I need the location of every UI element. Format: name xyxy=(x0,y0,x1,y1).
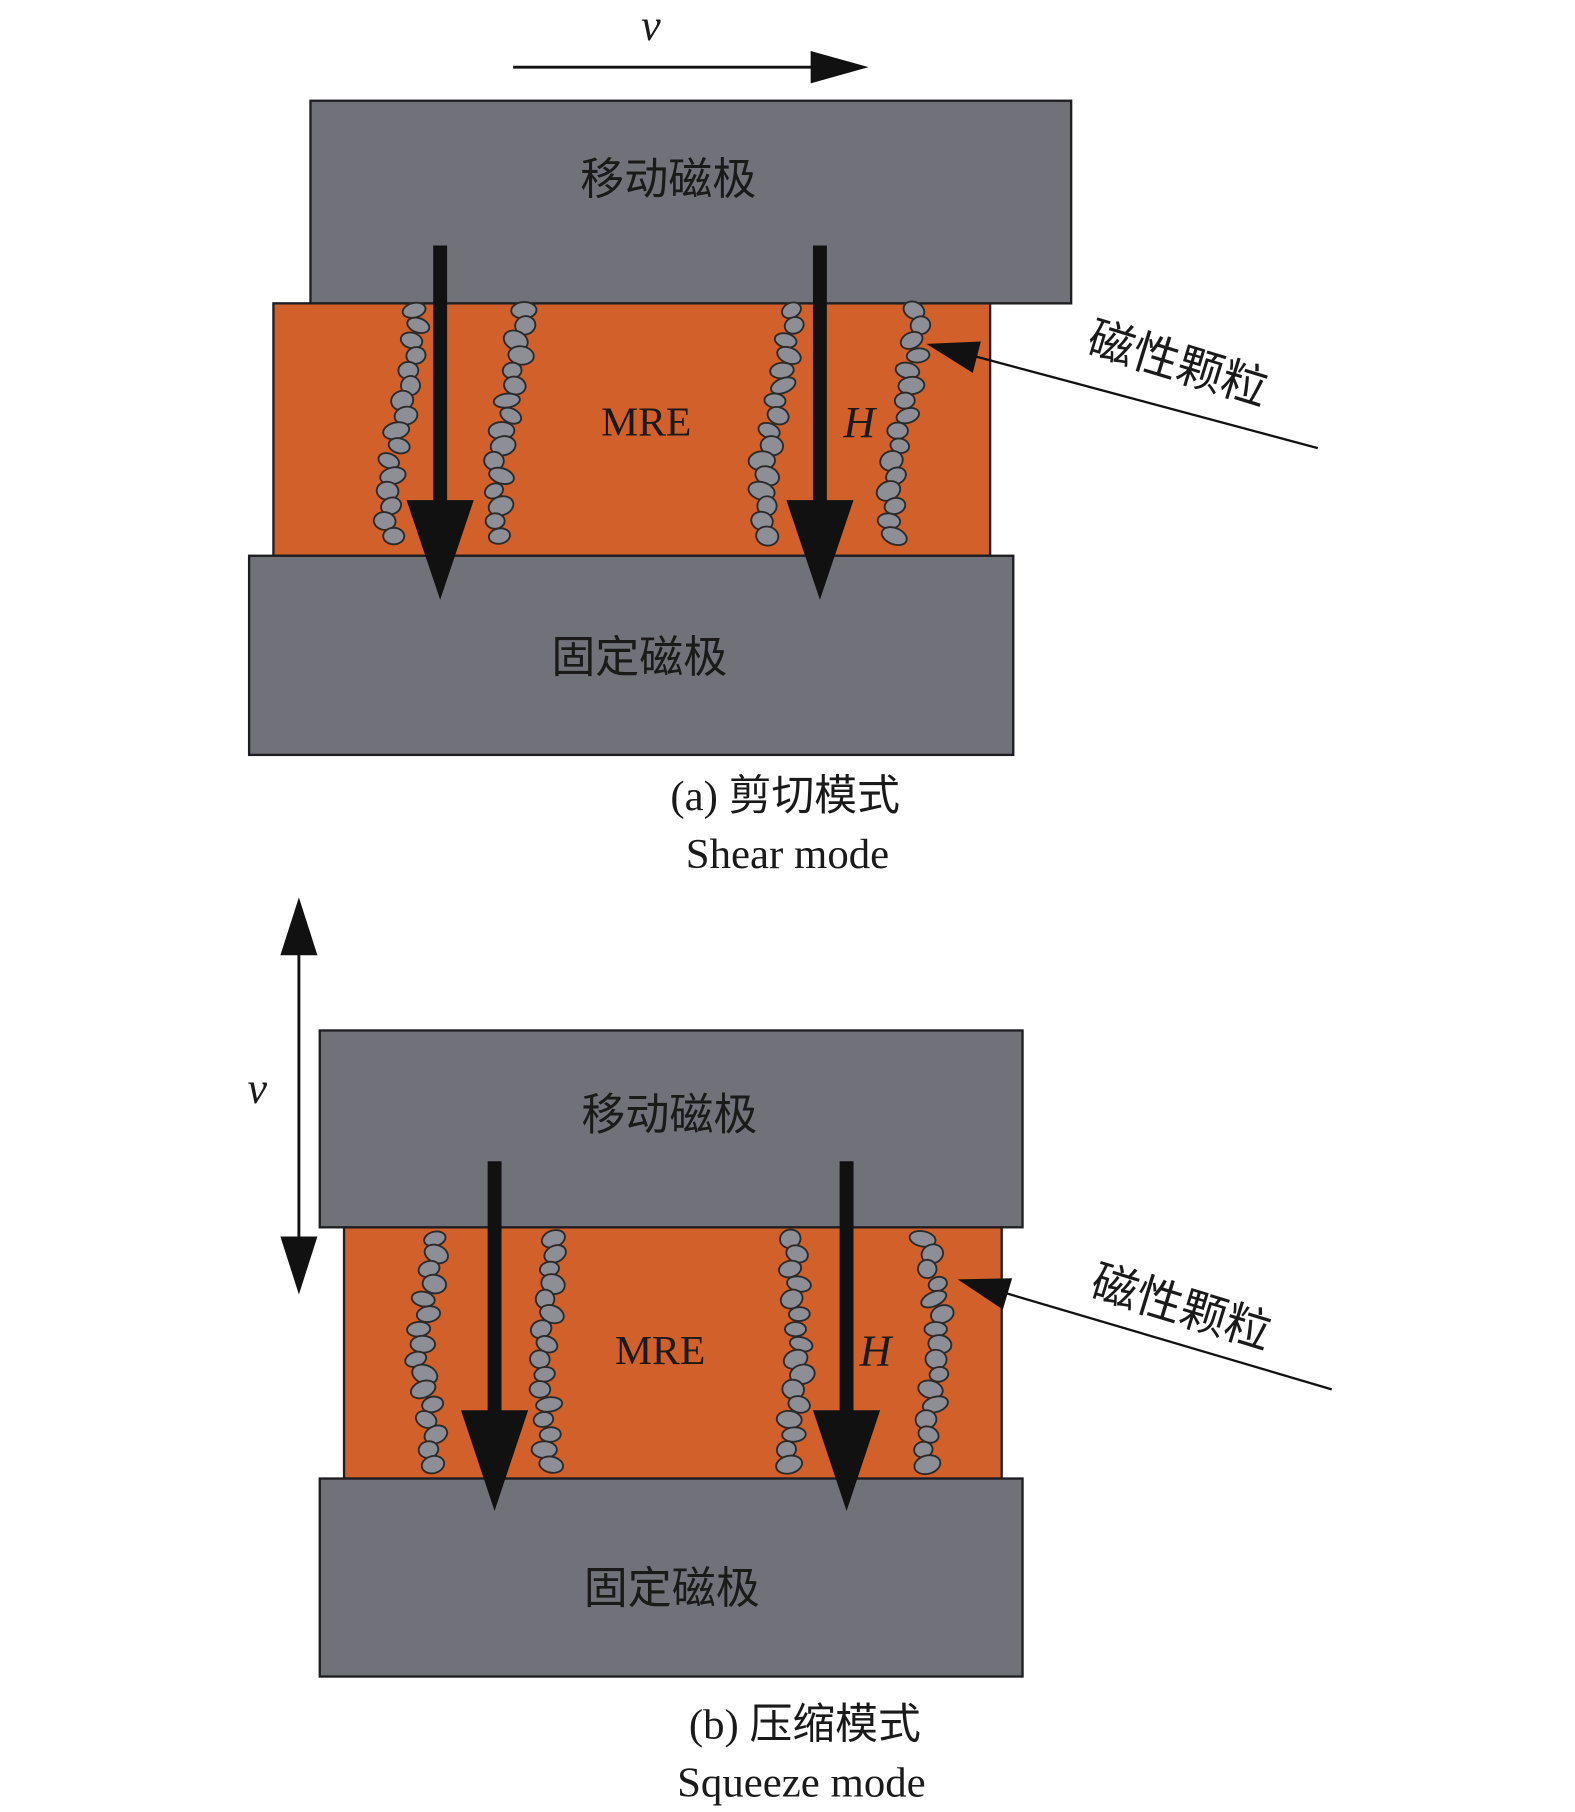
magnetic-particle xyxy=(420,1454,446,1475)
magnetic-particle xyxy=(770,376,797,395)
magnetic-particle xyxy=(410,1290,436,1308)
squeeze-moving-pole xyxy=(318,1029,1024,1229)
magnetic-particle xyxy=(784,1321,807,1338)
magnetic-particle xyxy=(421,1273,448,1295)
magnetic-particle xyxy=(530,1440,558,1459)
magnetic-particle xyxy=(917,1258,938,1280)
magnetic-particle xyxy=(913,1454,942,1476)
magnetic-particle xyxy=(538,1426,562,1443)
magnetic-particle xyxy=(414,1410,438,1429)
magnetic-particle xyxy=(902,300,926,321)
magnetic-particle xyxy=(880,526,908,546)
magnetic-particle xyxy=(399,331,424,350)
magnetic-particle xyxy=(921,1395,949,1414)
magnetic-particle xyxy=(484,512,506,530)
magnetic-particle xyxy=(387,437,411,455)
magnetic-particle xyxy=(930,1304,955,1325)
magnetic-particle xyxy=(528,1380,552,1399)
squeeze-mre-label: MRE xyxy=(615,1328,705,1374)
squeeze-velocity-label: v xyxy=(247,1064,267,1113)
magnetic-particle xyxy=(543,1244,567,1264)
squeeze-caption-cn: (b) 压缩模式 xyxy=(689,1702,921,1749)
shear-mode-panel: v 移动磁极 MRE H 固定磁极 磁性颗粒 (a) 剪切模式 Shear mo… xyxy=(247,1,1319,878)
magnetic-particle xyxy=(789,1363,816,1386)
magnetic-particle xyxy=(538,1455,565,1474)
magnetic-particle xyxy=(405,346,427,365)
shear-fixed-pole xyxy=(247,554,1015,757)
magnetic-particle xyxy=(909,315,932,336)
magnetic-particle xyxy=(514,315,537,336)
magnetic-particle xyxy=(380,496,402,516)
magnetic-particle xyxy=(487,495,515,517)
magnetic-particle xyxy=(382,526,406,546)
magnetic-particle xyxy=(421,1395,445,1414)
shear-velocity-label: v xyxy=(641,1,661,50)
magnetic-particle xyxy=(920,1289,948,1309)
magnetic-particle xyxy=(423,1424,449,1445)
squeeze-moving-pole-label: 移动磁极 xyxy=(581,1090,757,1139)
squeeze-mode-panel: v 移动磁极 MRE H 固定磁极 磁性颗粒 (b) 压缩模式 Squeeze … xyxy=(247,897,1333,1807)
magnetic-particle xyxy=(899,330,924,350)
shear-field-label: H xyxy=(842,398,877,447)
magnetic-particle xyxy=(883,496,907,516)
magnetic-particle xyxy=(377,452,400,470)
magnetic-particle xyxy=(908,1230,937,1248)
squeeze-field-arrow-right xyxy=(812,1161,881,1511)
shear-field-arrow-right xyxy=(786,245,854,600)
magnetic-particle xyxy=(372,511,397,531)
squeeze-field-arrow-left xyxy=(460,1161,529,1511)
magnetic-particle xyxy=(755,525,780,547)
shear-particle-pointer xyxy=(926,341,1319,450)
squeeze-particle-pointer xyxy=(957,1278,1333,1391)
magnetic-particle xyxy=(766,405,790,426)
magnetic-particle xyxy=(886,421,909,440)
magnetic-particle xyxy=(893,391,916,410)
magnetic-particle xyxy=(409,1379,437,1400)
magnetic-particle xyxy=(917,1379,944,1400)
shear-particle-chains xyxy=(372,300,932,547)
squeeze-mre-layer xyxy=(342,1226,1003,1480)
shear-velocity-arrow xyxy=(513,50,869,84)
magnetic-particle xyxy=(535,1396,564,1413)
magnetic-particle xyxy=(920,1243,944,1265)
shear-caption-cn: (a) 剪切模式 xyxy=(670,773,900,820)
shear-caption-en: Shear mode xyxy=(686,831,889,878)
magnetic-particle xyxy=(487,527,511,545)
shear-mre-label: MRE xyxy=(601,400,691,446)
squeeze-velocity-arrow xyxy=(280,897,318,1295)
shear-field-arrow-left xyxy=(406,245,474,600)
squeeze-field-label: H xyxy=(859,1327,894,1376)
magnetic-particle xyxy=(406,316,431,335)
shear-fixed-pole-label: 固定磁极 xyxy=(551,633,727,682)
magnetic-particle xyxy=(489,435,517,457)
magnetic-particle xyxy=(775,1454,804,1475)
magnetic-particle xyxy=(415,1305,442,1324)
shear-moving-pole-label: 移动磁极 xyxy=(580,155,756,204)
squeeze-fixed-pole xyxy=(318,1477,1024,1678)
magnetic-particle xyxy=(895,407,920,425)
magnetic-particle xyxy=(783,316,805,335)
magnetic-particle xyxy=(781,1426,807,1443)
magnetic-particle xyxy=(787,1306,811,1323)
magnetic-particle xyxy=(532,1411,555,1428)
squeeze-caption-en: Squeeze mode xyxy=(677,1760,926,1807)
squeeze-particle-chains xyxy=(404,1228,955,1476)
squeeze-fixed-pole-label: 固定磁极 xyxy=(584,1564,760,1613)
magnetic-particle xyxy=(905,347,931,364)
shear-particle-label: 磁性颗粒 xyxy=(1082,313,1274,416)
magnetic-particle xyxy=(409,1334,436,1354)
magnetic-particle xyxy=(923,1321,948,1338)
magnetic-particle xyxy=(928,1366,950,1383)
